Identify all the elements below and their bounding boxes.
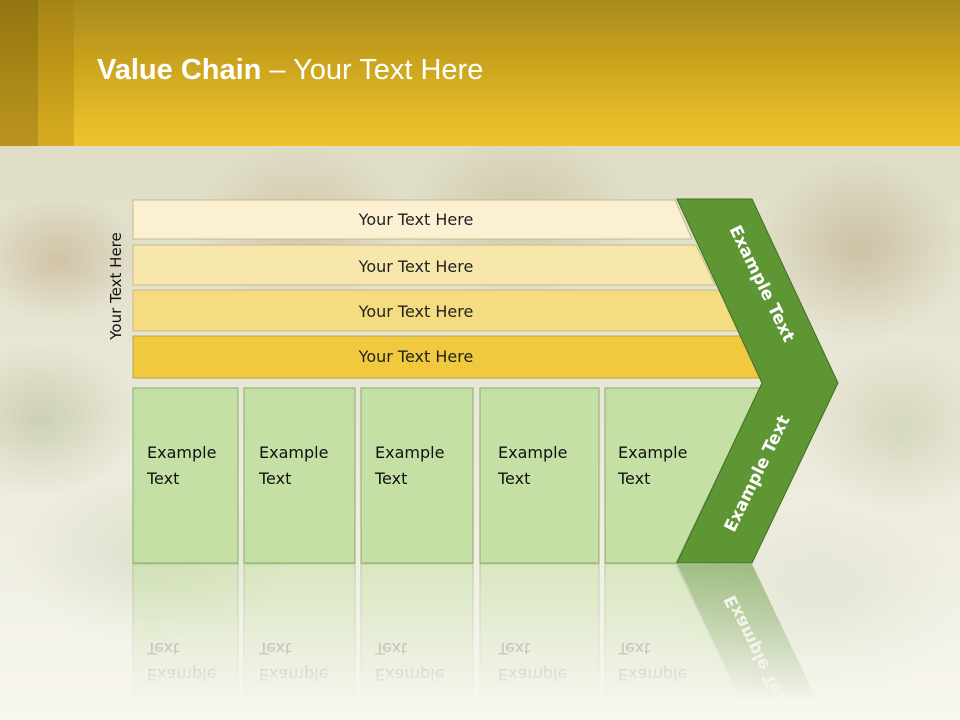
box-1-line2: Text xyxy=(146,469,179,488)
title-bar xyxy=(0,0,960,146)
box-2-line1: Example xyxy=(259,443,328,462)
title-rest: – Your Text Here xyxy=(261,54,484,86)
box-5-line1: Example xyxy=(618,443,687,462)
box-5-line2: Text xyxy=(617,469,650,488)
slide-title[interactable]: Value Chain – Your Text Here xyxy=(97,54,483,87)
band-2-label: Your Text Here xyxy=(358,257,474,276)
title-bold: Value Chain xyxy=(97,54,262,86)
svg-text:Example: Example xyxy=(618,665,687,684)
svg-text:Example: Example xyxy=(259,665,328,684)
svg-text:Text: Text xyxy=(497,639,530,658)
band-1[interactable] xyxy=(132,199,693,240)
box-1-line1: Example xyxy=(147,443,216,462)
box-3-line1: Example xyxy=(375,443,444,462)
header-accent-dark xyxy=(0,0,38,146)
band-3-label: Your Text Here xyxy=(358,302,474,321)
svg-text:Text: Text xyxy=(374,639,407,658)
band-4-label: Your Text Here xyxy=(358,347,474,366)
diagram-reflection: Example Text Example Text Example Text E… xyxy=(132,563,827,720)
svg-text:Text: Text xyxy=(146,639,179,658)
svg-text:Example: Example xyxy=(147,665,216,684)
svg-text:Example: Example xyxy=(498,665,567,684)
activity-box-3[interactable] xyxy=(360,387,474,564)
header-accent-light xyxy=(38,0,74,146)
activity-box-5[interactable] xyxy=(604,387,761,564)
band-2[interactable] xyxy=(132,244,716,286)
activity-box-2[interactable] xyxy=(243,387,356,564)
svg-text:Example: Example xyxy=(375,665,444,684)
box-2-line2: Text xyxy=(258,469,291,488)
activity-box-4[interactable] xyxy=(479,387,600,564)
band-1-label: Your Text Here xyxy=(358,210,474,229)
margin-chevron[interactable] xyxy=(676,198,839,564)
box-4-line1: Example xyxy=(498,443,567,462)
activity-box-1[interactable] xyxy=(132,387,239,564)
svg-text:Text: Text xyxy=(617,639,650,658)
box-3-line2: Text xyxy=(374,469,407,488)
svg-text:Text: Text xyxy=(258,639,291,658)
box-4-line2: Text xyxy=(497,469,530,488)
